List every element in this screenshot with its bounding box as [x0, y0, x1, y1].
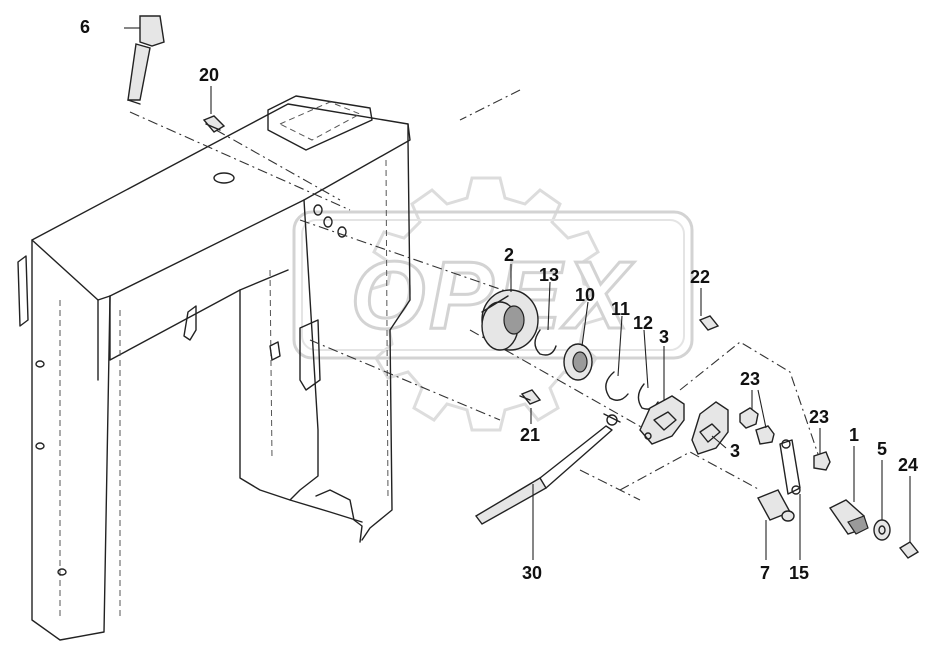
callout-13[interactable]: 13	[539, 265, 560, 285]
callout-2[interactable]: 2	[504, 245, 515, 265]
part-30-rod[interactable]	[474, 413, 621, 525]
callout-5[interactable]: 5	[877, 439, 888, 459]
center-lines	[129, 89, 821, 501]
part-11-snap-ring[interactable]	[605, 371, 629, 401]
callout-7[interactable]: 7	[760, 563, 771, 583]
part-23-nut-a[interactable]	[739, 407, 759, 429]
callout-12[interactable]: 12	[633, 313, 654, 333]
part-13-snap-ring[interactable]	[534, 329, 557, 356]
callout-3-lower[interactable]: 3	[730, 441, 741, 461]
watermark-gear	[366, 176, 606, 432]
frame-body	[17, 95, 411, 641]
callout-22[interactable]: 22	[690, 267, 711, 287]
part-7-pin[interactable]	[757, 489, 795, 522]
part-10-ball-bearing[interactable]	[563, 343, 593, 381]
callout-1[interactable]: 1	[849, 425, 860, 445]
part-15-spring[interactable]	[779, 439, 801, 495]
part-6-handle-knob[interactable]	[127, 15, 165, 105]
part-21-bolt[interactable]	[519, 389, 542, 405]
part-1-fitting[interactable]	[828, 499, 869, 535]
part-3-cam-plate-lower[interactable]	[691, 401, 729, 455]
callout-30[interactable]: 30	[522, 563, 543, 583]
callout-24[interactable]: 24	[898, 455, 919, 475]
leader-lines	[124, 27, 911, 560]
part-20-bolt[interactable]	[202, 115, 226, 133]
callout-6[interactable]: 6	[80, 17, 91, 37]
part-5-washer[interactable]	[873, 519, 891, 541]
part-3-cam-plate-upper[interactable]	[639, 395, 685, 445]
part-2-bearing-housing[interactable]	[481, 289, 539, 351]
callout-3-upper[interactable]: 3	[659, 327, 670, 347]
callout-11[interactable]: 11	[611, 299, 631, 319]
part-22-bolt[interactable]	[698, 315, 720, 331]
part-23-nut-c[interactable]	[813, 451, 831, 471]
callout-23-a[interactable]: 23	[740, 369, 761, 389]
callout-20[interactable]: 20	[199, 65, 220, 85]
callout-15[interactable]: 15	[789, 563, 810, 583]
watermark-frame	[292, 210, 694, 360]
callout-10[interactable]: 10	[575, 285, 596, 305]
callout-23-b[interactable]: 23	[809, 407, 830, 427]
callout-21[interactable]: 21	[520, 425, 541, 445]
part-24-screw[interactable]	[898, 541, 920, 559]
part-23-nut-b[interactable]	[755, 425, 775, 445]
